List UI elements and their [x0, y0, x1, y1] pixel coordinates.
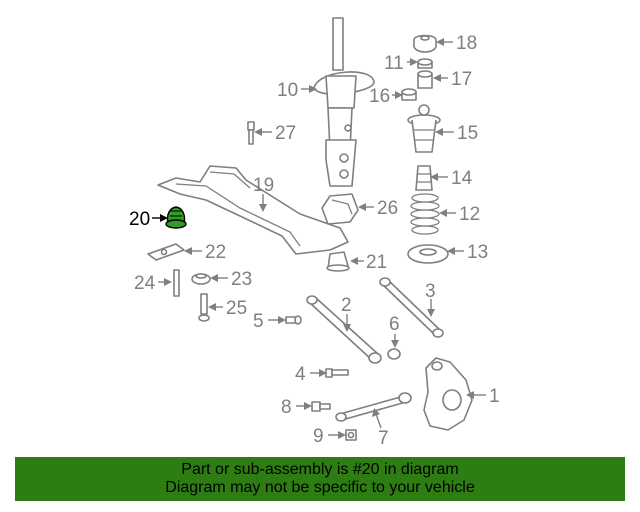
svg-text:9: 9: [313, 426, 324, 447]
svg-text:6: 6: [389, 314, 400, 335]
svg-text:2: 2: [341, 295, 352, 316]
callout-6: 6: [389, 314, 400, 348]
svg-text:16: 16: [369, 86, 390, 107]
callout-27: 27: [254, 123, 296, 144]
svg-text:1: 1: [489, 386, 500, 407]
mount-21: [326, 251, 350, 272]
bolt-5: [285, 315, 302, 325]
svg-text:19: 19: [253, 175, 274, 196]
callout-22: 22: [184, 242, 226, 263]
callout-3: 3: [425, 281, 436, 317]
svg-text:11: 11: [384, 53, 404, 74]
coil-spring-12: [410, 193, 440, 235]
callout-24: 24: [134, 273, 172, 294]
svg-text:14: 14: [451, 168, 473, 189]
callout-16: 16: [369, 86, 403, 107]
callout-17: 17: [433, 69, 472, 90]
parts-diagram: 1 2 3 4 5 6 7 8 9 10: [129, 17, 500, 449]
spring-insulator-13: [407, 244, 449, 264]
callout-20: 20: [129, 209, 168, 230]
callout-5: 5: [253, 311, 286, 332]
trailing-link-7: [335, 392, 412, 422]
svg-text:5: 5: [253, 311, 264, 332]
callout-19: 19: [253, 175, 274, 212]
knuckle-1: [423, 357, 473, 431]
strut-assembly: [313, 17, 375, 187]
washer-23: [191, 273, 211, 285]
svg-text:10: 10: [277, 80, 298, 101]
svg-text:13: 13: [467, 242, 488, 263]
bolt-25: [198, 293, 210, 322]
bracket-26: [321, 193, 359, 225]
lateral-link-2: [306, 295, 382, 364]
callout-7: 7: [372, 408, 389, 449]
svg-text:15: 15: [457, 123, 478, 144]
callout-9: 9: [313, 426, 346, 447]
bolt-4: [325, 368, 349, 378]
bushing-6: [387, 348, 401, 360]
callout-11: 11: [384, 53, 418, 74]
svg-text:26: 26: [377, 198, 398, 219]
crossmember-19: [157, 165, 349, 255]
callout-13: 13: [447, 242, 488, 263]
svg-text:21: 21: [366, 252, 387, 273]
highlighted-part-20[interactable]: [165, 206, 187, 229]
callout-2: 2: [341, 295, 352, 332]
nut-16: [401, 88, 417, 101]
svg-text:3: 3: [425, 281, 436, 302]
svg-text:22: 22: [205, 242, 226, 263]
svg-text:20: 20: [129, 209, 150, 230]
spring-seat-15: [407, 104, 441, 153]
callout-10: 10: [277, 80, 317, 101]
svg-text:4: 4: [295, 364, 306, 385]
notice-banner: Part or sub-assembly is #20 in diagram D…: [15, 457, 625, 501]
link-3: [379, 277, 444, 338]
callout-23: 23: [210, 269, 252, 290]
callout-15: 15: [435, 123, 478, 144]
svg-text:27: 27: [275, 123, 296, 144]
svg-text:7: 7: [378, 428, 389, 449]
callout-26: 26: [358, 198, 398, 219]
bushing-17: [417, 70, 433, 89]
callout-14: 14: [430, 168, 473, 189]
nut-11: [417, 58, 433, 69]
svg-text:12: 12: [459, 204, 480, 225]
callout-4: 4: [295, 364, 327, 385]
callout-21: 21: [350, 252, 387, 273]
svg-text:24: 24: [134, 273, 156, 294]
svg-text:8: 8: [281, 397, 292, 418]
nut-9: [345, 429, 357, 441]
svg-text:18: 18: [456, 33, 477, 54]
pin-24: [173, 269, 180, 297]
svg-text:17: 17: [451, 69, 472, 90]
bolt-27: [247, 121, 255, 145]
svg-text:25: 25: [226, 298, 247, 319]
upper-mount: [413, 34, 437, 53]
bolt-8: [311, 401, 331, 412]
notice-line-disclaimer: Diagram may not be specific to your vehi…: [165, 479, 475, 496]
callout-1: 1: [466, 386, 500, 407]
notice-line-part: Part or sub-assembly is #20 in diagram: [181, 461, 459, 478]
plate-22: [147, 243, 185, 261]
callout-25: 25: [208, 298, 247, 319]
callout-18: 18: [436, 33, 477, 54]
callout-8: 8: [281, 397, 312, 418]
svg-text:23: 23: [231, 269, 252, 290]
callout-12: 12: [439, 204, 480, 225]
bump-stop-14: [415, 165, 433, 191]
